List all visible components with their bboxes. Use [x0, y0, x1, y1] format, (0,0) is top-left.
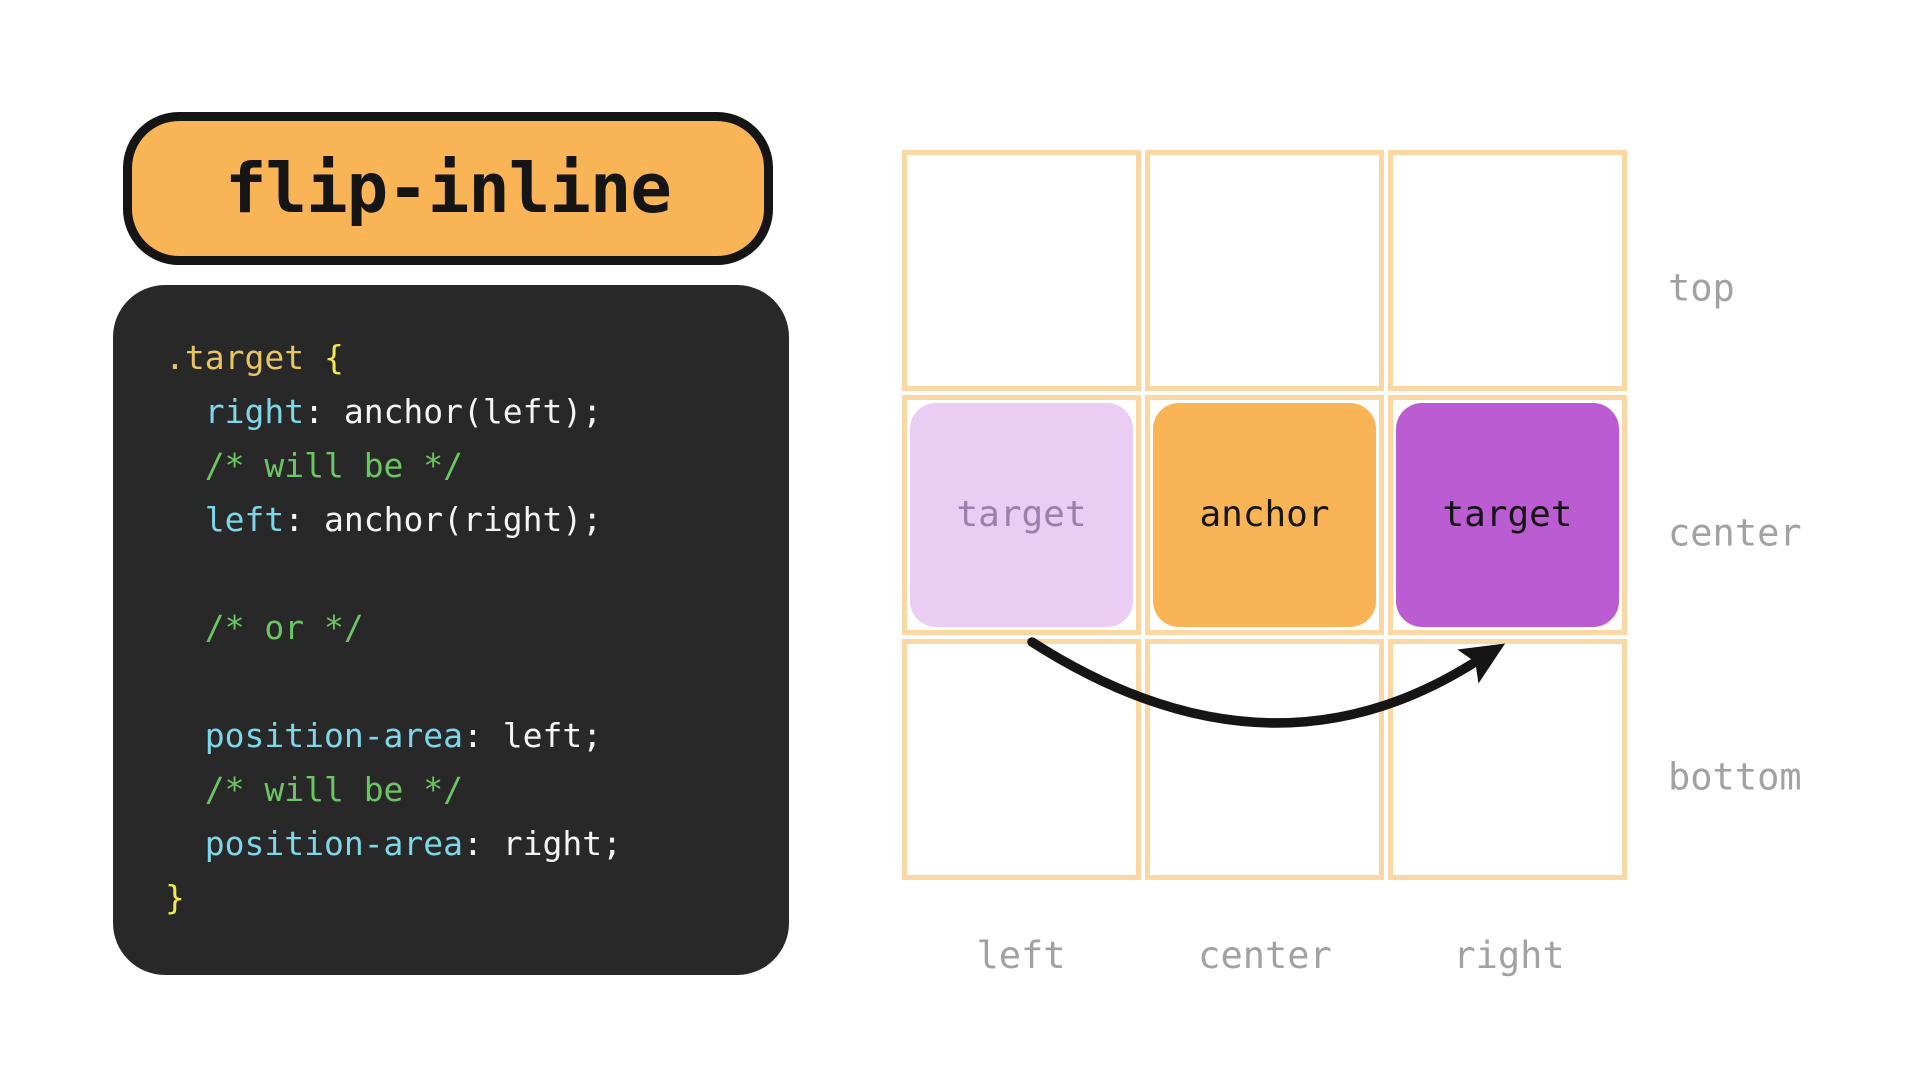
title-badge: flip-inline — [123, 112, 773, 265]
col-label-left: left — [976, 934, 1066, 977]
code-lines: .target { right: anchor(left); /* will b… — [165, 338, 622, 917]
css-code-block: .target { right: anchor(left); /* will b… — [113, 285, 789, 975]
grid-cell-bottom-left — [902, 639, 1141, 880]
target-box-original-label: target — [956, 494, 1087, 536]
position-area-grid: target anchor target — [902, 150, 1627, 880]
grid-cell-top-center — [1145, 150, 1384, 391]
row-label-top: top — [1668, 266, 1735, 310]
row-label-bottom: bottom — [1668, 755, 1802, 799]
col-label-right: right — [1453, 934, 1565, 977]
grid-cell-top-right — [1388, 150, 1627, 391]
anchor-box: anchor — [1153, 402, 1376, 628]
grid-cell-bottom-center — [1145, 639, 1384, 880]
anchor-box-label: anchor — [1199, 494, 1330, 536]
grid-cell-center-left: target — [902, 394, 1141, 636]
target-box-flipped-label: target — [1442, 494, 1573, 536]
title-badge-label: flip-inline — [225, 148, 672, 229]
col-label-center: center — [1198, 934, 1332, 977]
grid-cell-center-right: target — [1388, 394, 1627, 636]
target-box-original: target — [910, 402, 1133, 628]
grid-cell-top-left — [902, 150, 1141, 391]
grid-cell-bottom-right — [1388, 639, 1627, 880]
grid-cell-center-center: anchor — [1145, 394, 1384, 636]
row-label-center: center — [1668, 511, 1802, 555]
target-box-flipped: target — [1396, 402, 1619, 628]
